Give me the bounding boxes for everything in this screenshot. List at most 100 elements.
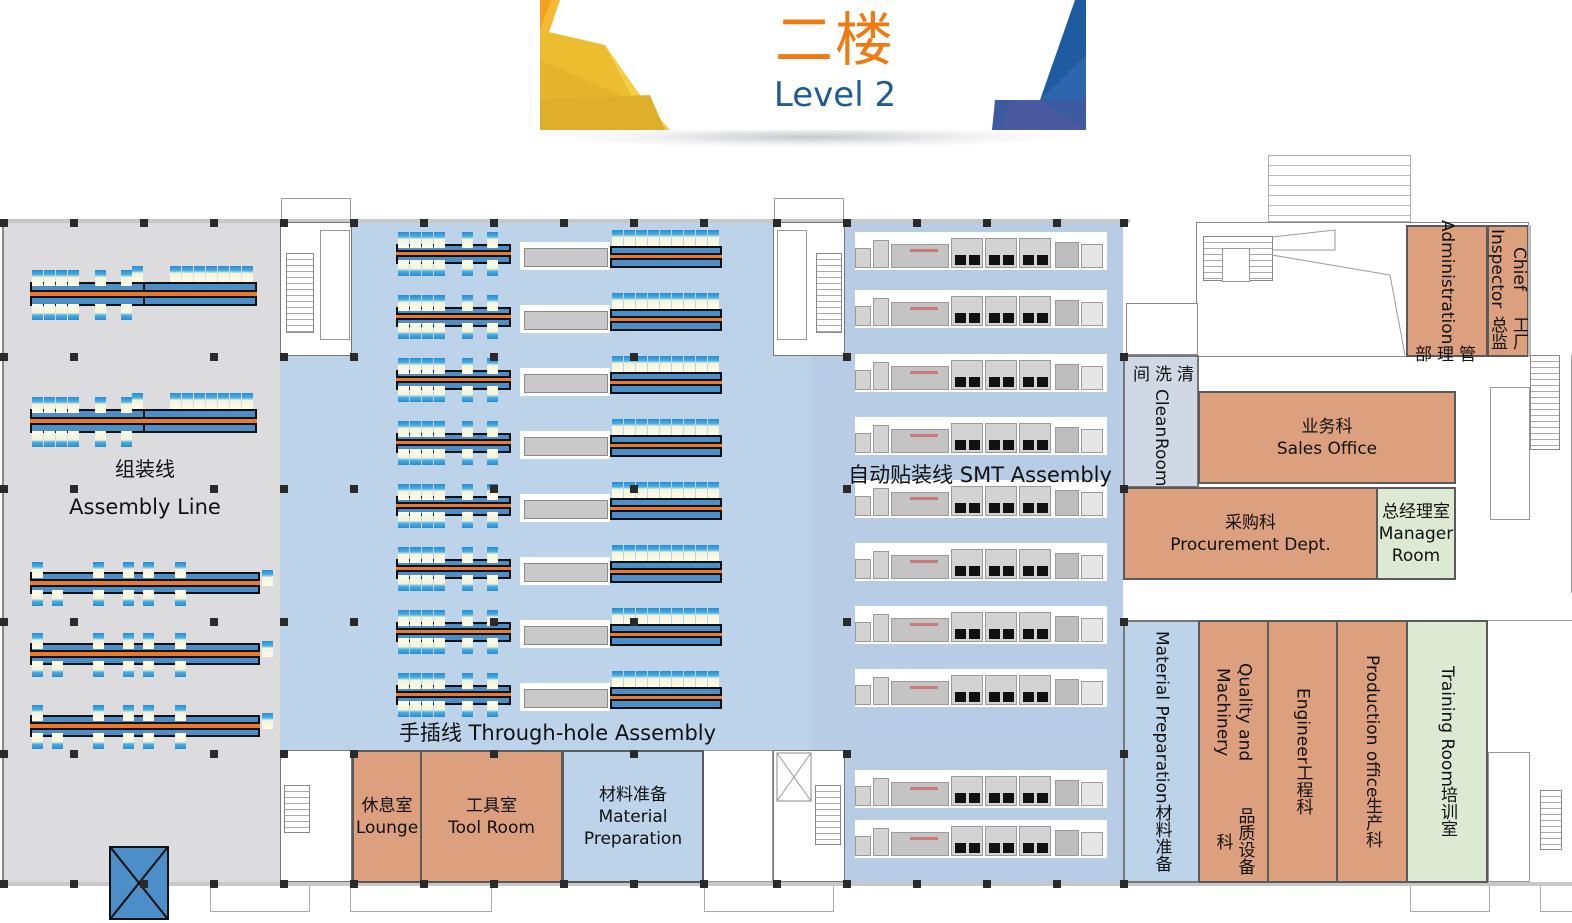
worker-station-icon [32, 270, 43, 286]
printer-machine [873, 778, 889, 806]
structural-column [210, 353, 218, 361]
room-training[interactable]: Training Room 培训室 [1406, 620, 1488, 883]
structural-column [140, 219, 148, 227]
structural-column [490, 219, 498, 227]
structural-column [210, 880, 218, 888]
worker-station-icon [44, 431, 55, 447]
worker-station-icon [462, 386, 473, 402]
worker-station-icon [684, 419, 695, 435]
assembly-conveyor [30, 705, 273, 749]
staircase [815, 785, 841, 845]
pick-and-place-machine [985, 549, 1017, 579]
room-quality-machinery[interactable]: Quality and Machinery 品质设备科 [1198, 620, 1269, 883]
smt-line [855, 770, 1107, 808]
room-tool-room[interactable]: 工具室 Tool Room [420, 750, 563, 883]
pick-and-place-machine [951, 776, 983, 806]
structural-column [1120, 618, 1128, 626]
room-production-office[interactable]: Production office 生产科 [1336, 620, 1408, 883]
structural-column [0, 880, 8, 888]
structural-column [700, 219, 708, 227]
worker-station-icon [487, 386, 498, 402]
machine-window [1023, 255, 1034, 265]
printer-machine [873, 677, 889, 705]
machine-window [1003, 503, 1014, 513]
reflow-oven [520, 368, 610, 396]
oven-heater [910, 307, 938, 310]
exterior-outline [210, 886, 310, 912]
unloader-machine [1081, 492, 1103, 516]
worker-station-icon [170, 266, 181, 282]
staircase [1540, 790, 1562, 850]
oven-heater [910, 837, 938, 840]
machine-window [955, 440, 966, 450]
structural-column [70, 618, 78, 626]
conveyor-belt-orange [610, 505, 722, 512]
elevator-x-icon [111, 848, 167, 918]
worker-station-icon [143, 733, 154, 749]
room-manager-en2: Room [1391, 545, 1441, 566]
pick-and-place-machine [1019, 296, 1051, 326]
worker-station-icon [422, 484, 433, 500]
structural-column [70, 219, 78, 227]
worker-station-icon [398, 484, 409, 500]
worker-station-icon [242, 266, 253, 282]
room-engineer[interactable]: Engineer 工程科 [1267, 620, 1338, 883]
worker-station-icon [612, 230, 623, 246]
room-clean-room[interactable]: 清洗间 Clean Room [1123, 355, 1199, 488]
worker-station-icon [95, 431, 106, 447]
through-hole-line [396, 230, 726, 282]
pick-and-place-machine [951, 486, 983, 516]
loader-machine [855, 685, 871, 705]
worker-station-icon [143, 633, 154, 649]
worker-station-icon [68, 304, 79, 320]
machine-window [955, 255, 966, 265]
worker-station-icon [462, 701, 473, 717]
structural-column [280, 219, 288, 227]
freight-elevator [109, 846, 169, 920]
room-lounge[interactable]: 休息室 Lounge [352, 750, 422, 883]
exterior-outline [1540, 886, 1572, 912]
worker-station-icon [32, 661, 43, 677]
pick-and-place-machine [985, 296, 1017, 326]
worker-station-icon [672, 608, 683, 624]
worker-station-icon [121, 431, 132, 447]
worker-station-icon [624, 608, 635, 624]
worker-station-icon [612, 293, 623, 309]
worker-station-icon [462, 421, 473, 437]
worker-station-icon [636, 545, 647, 561]
machine-window [989, 793, 1000, 803]
worker-station-icon [660, 356, 671, 372]
machine-window [969, 377, 980, 387]
worker-station-icon [93, 733, 104, 749]
machine-window [1023, 629, 1034, 639]
room-material-preparation-bottom[interactable]: 材料准备 Material Preparation [562, 750, 704, 883]
worker-station-icon [398, 673, 409, 689]
reflow-oven [520, 494, 610, 522]
worker-station-icon [648, 419, 659, 435]
worker-station-icon [487, 575, 498, 591]
room-material-prep-cn: 材料准备 [599, 784, 667, 805]
room-chief-inspector[interactable]: Chief Inspector 工厂总监 [1487, 225, 1529, 357]
unloader-machine [1081, 366, 1103, 390]
worker-station-icon [648, 608, 659, 624]
machine-window [955, 692, 966, 702]
room-procurement[interactable]: 采购科 Procurement Dept. [1123, 487, 1378, 580]
structural-column [210, 750, 218, 758]
worker-station-icon [68, 270, 79, 286]
structural-column [773, 880, 781, 888]
structural-column [630, 750, 638, 758]
worker-station-icon [32, 562, 43, 578]
worker-station-icon [175, 562, 186, 578]
worker-station-icon [206, 266, 217, 282]
room-sales-office[interactable]: 业务科 Sales Office [1198, 391, 1456, 484]
room-lounge-en: Lounge [355, 817, 419, 838]
structural-column [560, 219, 568, 227]
room-manager[interactable]: 总经理室 Manager Room [1376, 487, 1456, 580]
worker-station-icon [93, 590, 104, 606]
room-material-preparation-right[interactable]: Material Preparation 材料准备 [1123, 620, 1200, 883]
worker-station-icon [398, 610, 409, 626]
room-administration[interactable]: Administration 管理部 [1406, 220, 1488, 362]
worker-station-icon [242, 393, 253, 409]
worker-station-icon [624, 356, 635, 372]
structural-column [490, 750, 498, 758]
